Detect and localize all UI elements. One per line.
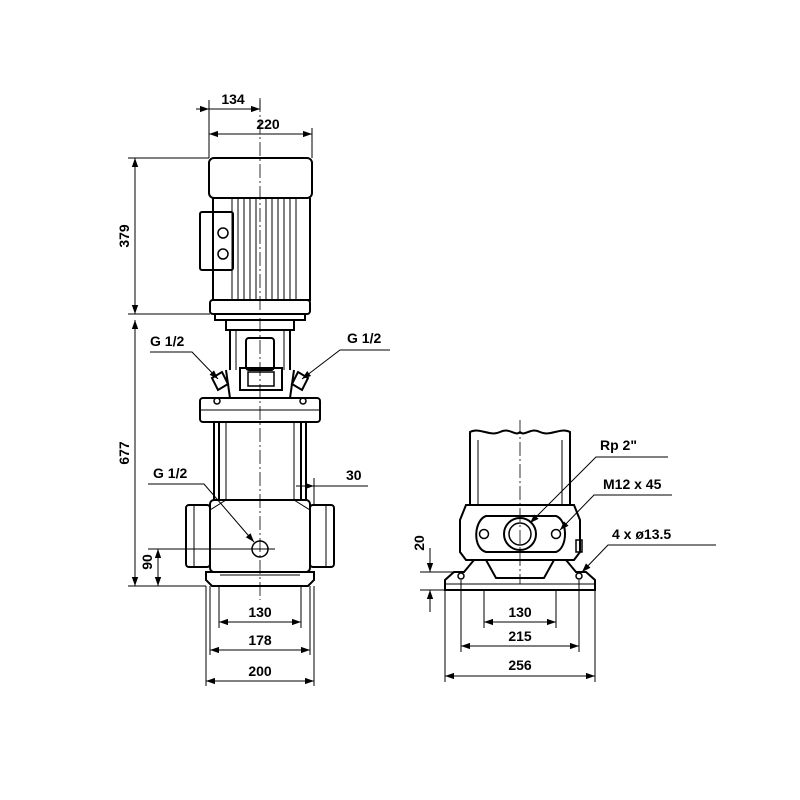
dim-130-front: 130 <box>248 604 272 620</box>
motor <box>199 157 313 321</box>
label-drain: G 1/2 <box>153 465 187 481</box>
pump-base <box>185 499 335 587</box>
dim-20: 20 <box>411 535 427 551</box>
dim-178: 178 <box>248 632 272 648</box>
dim-200: 200 <box>248 663 272 679</box>
label-vent-right: G 1/2 <box>347 330 381 346</box>
port-outer-circle <box>503 517 537 551</box>
coupling-adapter <box>210 319 310 399</box>
suction-port <box>185 504 211 568</box>
port-flange <box>475 515 566 553</box>
coupling-guard <box>239 367 283 391</box>
dim-256: 256 <box>508 657 532 673</box>
dim-220: 220 <box>256 116 280 132</box>
base-housing <box>459 504 581 561</box>
cable-gland-icon <box>217 248 229 260</box>
dim-215: 215 <box>508 628 532 644</box>
label-bolts: M12 x 45 <box>603 476 662 492</box>
vent-plug-right-icon <box>290 370 310 392</box>
front-view: 134 220 379 677 90 G 1/2 G 1/2 G 1/2 30 <box>116 91 390 686</box>
bolt-hole-left-icon <box>478 528 490 540</box>
port-inner-circle <box>508 522 532 546</box>
bolt-hole-right-icon <box>550 528 562 540</box>
dim-130-side: 130 <box>508 604 532 620</box>
dim-30: 30 <box>346 467 362 483</box>
label-port-rp2: Rp 2" <box>600 437 637 453</box>
cable-gland-icon <box>217 227 229 239</box>
dim-379: 379 <box>116 224 132 248</box>
base-foot <box>205 571 315 587</box>
terminal-box <box>199 211 234 271</box>
motor-base <box>209 299 311 315</box>
pump-sleeve <box>209 422 311 511</box>
dim-90: 90 <box>139 554 155 570</box>
side-view: 20 Rp 2" M12 x 45 4 x ø13.5 130 215 256 <box>411 420 716 682</box>
label-holes: 4 x ø13.5 <box>612 526 671 542</box>
discharge-port <box>309 504 335 568</box>
dim-134: 134 <box>221 91 245 107</box>
motor-body <box>212 198 311 301</box>
base-feet <box>444 559 596 591</box>
label-vent-left: G 1/2 <box>150 333 184 349</box>
motor-top-cap <box>208 157 313 199</box>
side-base <box>444 504 596 591</box>
dim-677: 677 <box>116 441 132 465</box>
pump-head <box>199 397 321 423</box>
